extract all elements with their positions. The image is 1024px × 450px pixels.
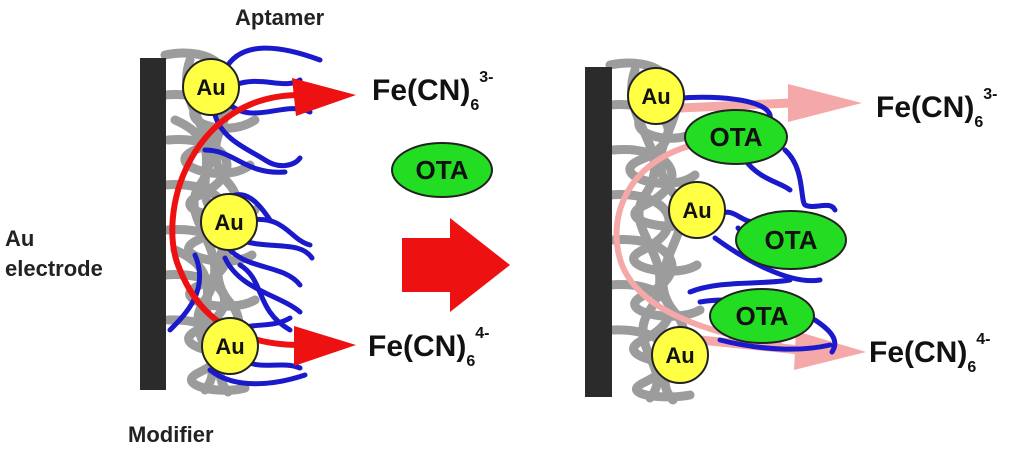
ferricyanide-label-right: Fe(CN)63- [876, 86, 997, 131]
gold-label: Au [665, 343, 694, 368]
free-target-molecule: OTA [391, 142, 493, 198]
target-label: OTA [736, 301, 789, 331]
gold-nanoparticle: Au [200, 193, 258, 251]
target-label: OTA [416, 155, 469, 185]
electrode-label-line2: electrode [5, 256, 103, 281]
modifier-label: Modifier [128, 422, 214, 447]
bound-target-molecule: OTA [709, 288, 815, 344]
gold-nanoparticle: Au [627, 67, 685, 125]
electrode-label-line1: Au [5, 226, 34, 251]
bound-target-molecule: OTA [684, 109, 788, 165]
gold-nanoparticle: Au [201, 317, 259, 375]
ferrocyanide-label-right: Fe(CN)64- [869, 331, 990, 376]
target-label: OTA [765, 225, 818, 255]
target-label: OTA [710, 122, 763, 152]
gold-electrode-right [585, 67, 612, 397]
gold-nanoparticle: Au [182, 58, 240, 116]
ferricyanide-label-left: Fe(CN)63- [372, 69, 493, 114]
gold-label: Au [196, 75, 225, 100]
gold-nanoparticle: Au [651, 326, 709, 384]
process-arrow [402, 218, 510, 312]
gold-label: Au [214, 210, 243, 235]
left-panel: Au Au Au Aptamer Modifier Au electrode F… [5, 5, 493, 447]
right-panel: Au Au Au OTA OTA OTA Fe(CN)63- Fe(CN)64- [585, 58, 997, 405]
ferrocyanide-label-left: Fe(CN)64- [368, 325, 489, 370]
gold-electrode-left [140, 58, 166, 390]
aptamer-label: Aptamer [235, 5, 325, 30]
gold-nanoparticle: Au [668, 181, 726, 239]
gold-label: Au [682, 198, 711, 223]
bound-target-molecule: OTA [735, 210, 847, 270]
gold-label: Au [215, 334, 244, 359]
gold-label: Au [641, 84, 670, 109]
